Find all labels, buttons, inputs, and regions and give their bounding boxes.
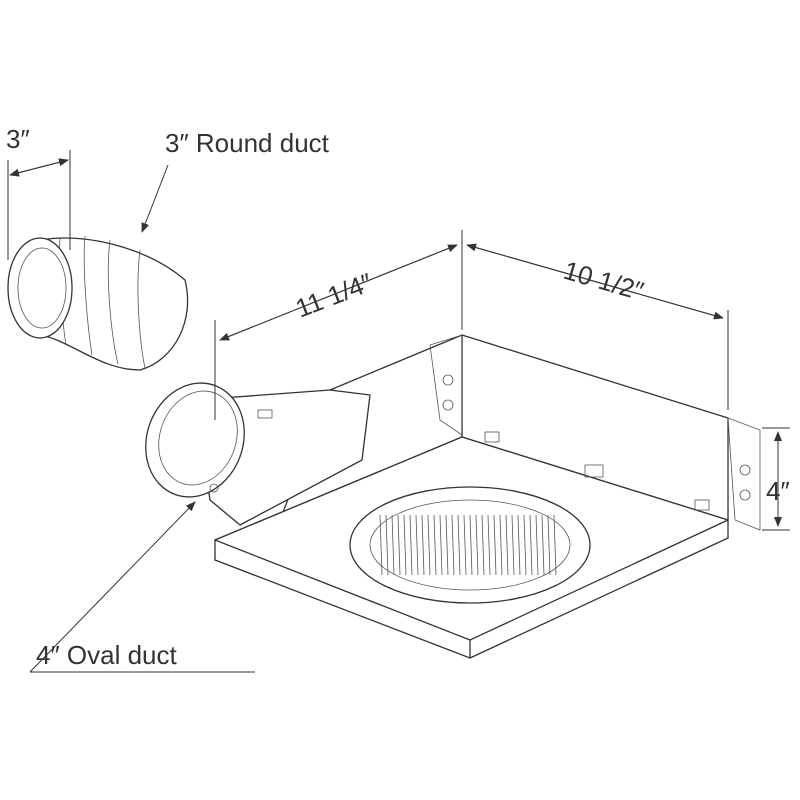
grille-fin <box>445 514 449 576</box>
grille-fin <box>487 514 491 576</box>
grille-fin <box>517 514 521 576</box>
oval-duct-label: 4″ Oval duct <box>36 640 177 670</box>
grille-fin <box>475 514 479 576</box>
round-duct-width-label: 3″ <box>6 124 30 154</box>
grille-fin <box>385 514 389 576</box>
grille-fin <box>451 514 455 576</box>
round-duct-label: 3″ Round duct <box>165 128 330 158</box>
grille-fin <box>529 514 533 576</box>
grille-fin <box>535 514 539 576</box>
grille-fin <box>433 514 437 576</box>
grille-fin <box>439 514 443 576</box>
length-label: 11 1/4″ <box>291 267 376 324</box>
grille-fin <box>415 514 419 576</box>
grille-fin <box>499 514 503 576</box>
grille-fin <box>541 514 545 576</box>
oval-duct-callout: 4″ Oval duct <box>29 501 255 673</box>
grille-fin <box>379 514 383 576</box>
grille-fin <box>469 514 473 576</box>
grille-fin <box>493 514 497 576</box>
fan-housing <box>194 334 761 659</box>
width-label: 10 1/2″ <box>560 255 647 306</box>
grille-fin <box>523 514 527 576</box>
grille-fin <box>463 514 467 576</box>
grille-fin <box>505 514 509 576</box>
grille-fin <box>511 514 515 576</box>
grille-fin <box>547 514 551 576</box>
grille-fin <box>427 514 431 576</box>
height-dimension: 4″ <box>762 427 790 531</box>
round-duct-leader <box>141 164 169 233</box>
grille-fin <box>481 514 485 576</box>
grille-fin <box>397 514 401 576</box>
grille-fin <box>457 514 461 576</box>
grille-fin <box>409 514 413 576</box>
height-label: 4″ <box>766 476 790 506</box>
round-duct <box>7 235 189 371</box>
grille-fin <box>553 514 557 576</box>
round-duct-dimension: 3″ <box>6 124 71 260</box>
grille-fin <box>391 514 395 576</box>
grille-fin <box>403 514 407 576</box>
grille-fin <box>421 514 425 576</box>
